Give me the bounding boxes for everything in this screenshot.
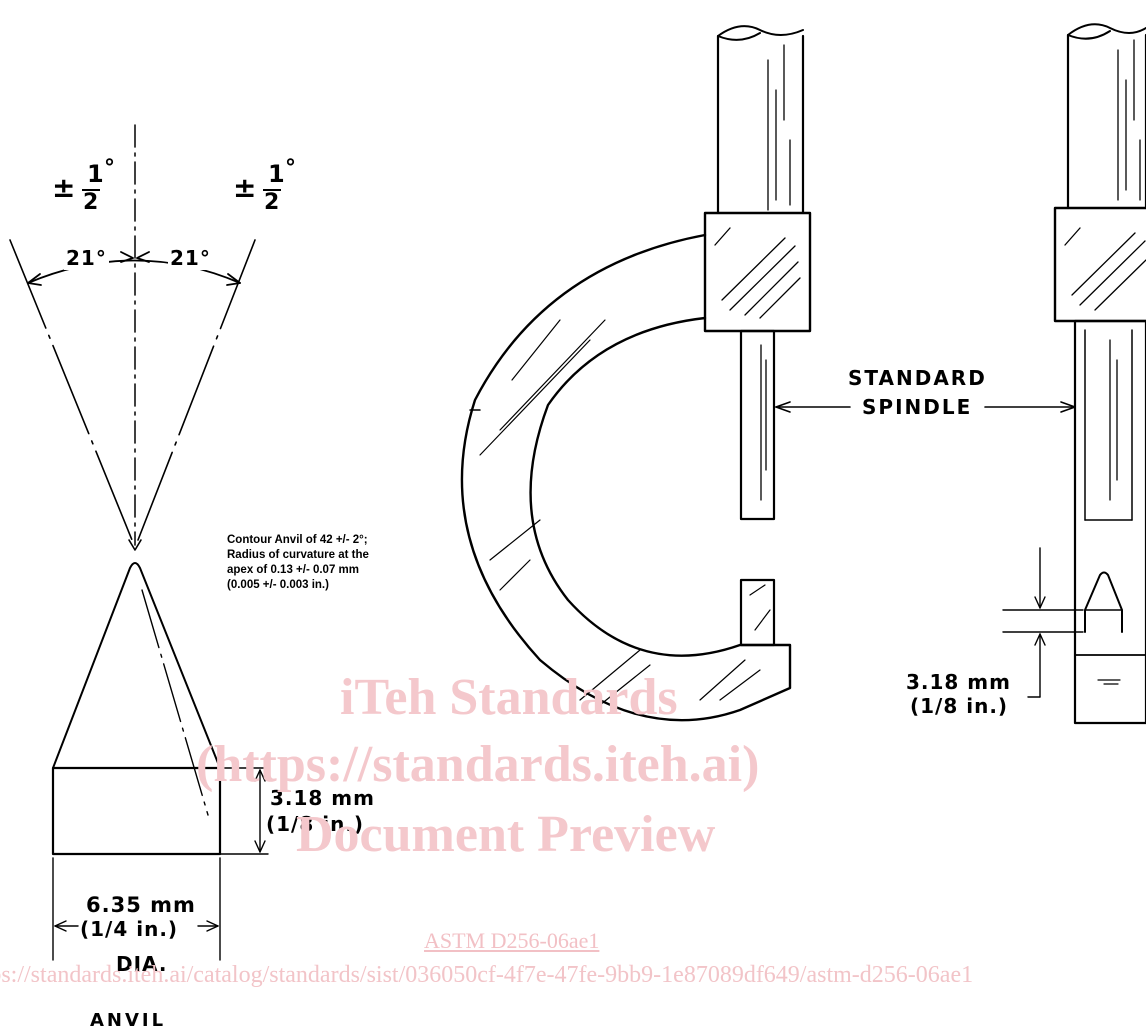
spindle-tip-in: (1/8 in.) (910, 694, 1009, 718)
anvil-apex-mark (128, 539, 142, 551)
micrometer-anvil (739, 578, 776, 647)
spindle-tip-mm: 3.18 mm (906, 670, 1011, 694)
watermark-standard-link[interactable]: ASTM D256-06ae1 (424, 928, 600, 953)
anvil-dia-arrow-left (54, 920, 67, 932)
anvil-angle-arc (27, 259, 241, 284)
tolerance-left-deg: ° (104, 156, 115, 181)
anvil-arc-arrow-center-l (120, 251, 134, 263)
tolerance-left-num: 1 (87, 160, 104, 188)
right-spindle-sleeve-hatch (1064, 227, 1146, 311)
micrometer-sleeve-hatch (714, 227, 801, 319)
anvil-height-mm: 3.18 mm (270, 786, 375, 810)
anvil-right-angle-line (137, 239, 256, 541)
anvil-arc-arrow-left (27, 273, 42, 286)
tip-dim-arrow-top (1034, 596, 1046, 609)
anvil-arc-arrow-right (226, 273, 241, 286)
tolerance-left-bar (82, 189, 100, 191)
micrometer-c-frame (460, 233, 792, 722)
anvil-cone (52, 562, 221, 769)
micrometer-rod-hatch (767, 44, 791, 211)
spindle-label-line1: STANDARD (848, 366, 987, 390)
anvil-left-angle-line (9, 239, 133, 541)
spindle-label-line2: SPINDLE (862, 395, 973, 419)
anvil-dia-arrow-right (206, 920, 219, 932)
tolerance-right-deg: ° (285, 156, 296, 181)
micrometer-spindle-hatch (760, 344, 767, 501)
right-spindle-tip (1084, 571, 1123, 633)
micrometer-anvil-hatch (749, 584, 771, 631)
angle-right-label: 21° (168, 246, 213, 270)
tolerance-right-sign: ± (233, 171, 257, 204)
anvil-height-arrow-bottom (254, 840, 266, 853)
tolerance-right-den: 2 (264, 190, 280, 215)
tolerance-left: ± 1 2 ° (52, 158, 122, 222)
micrometer-frame-hatch (479, 319, 761, 706)
anvil-dia-label: DIA. (116, 952, 168, 976)
anvil-arc-arrow-center-r (136, 251, 150, 263)
tolerance-right: ± 1 2 ° (233, 158, 303, 222)
right-spindle-ref-hatch (1097, 679, 1121, 685)
right-spindle-rod-hatch (1117, 39, 1141, 201)
micrometer-sleeve (703, 211, 812, 333)
anvil-base (51, 766, 222, 856)
right-spindle-rod-end (1067, 23, 1146, 40)
tolerance-left-sign: ± (52, 171, 76, 204)
watermark-title: iTeh Standards (340, 669, 678, 726)
right-spindle-body (1073, 319, 1146, 725)
micrometer-top-rod (716, 34, 805, 215)
watermark-site: (https://standards.iteh.ai) (196, 736, 760, 793)
tolerance-right-num: 1 (268, 160, 285, 188)
anvil-dia-in: (1/4 in.) (80, 917, 179, 941)
contour-anvil-note: Contour Anvil of 42 +/- 2°; Radius of cu… (227, 534, 369, 591)
micrometer-rod-end (717, 25, 804, 41)
right-spindle-top-rod (1066, 33, 1146, 210)
anvil-height-arrow-top (254, 769, 266, 782)
anvil-dia-mm: 6.35 mm (86, 893, 196, 917)
spindle-leader-right-arrow (1060, 401, 1076, 413)
anvil-height-in: (1/8 in.) (266, 812, 365, 836)
anvil-cone-inner-line (141, 589, 209, 816)
micrometer-spindle (739, 329, 776, 521)
right-spindle-hatch (1109, 339, 1118, 501)
anvil-title: ANVIL (90, 1010, 167, 1031)
watermark-catalog-url[interactable]: https://standards.iteh.ai/catalog/standa… (0, 962, 974, 988)
angle-left-label: 21° (64, 246, 109, 270)
spindle-leader-left-arrow (775, 401, 791, 413)
tip-dim-arrow-bottom (1034, 633, 1046, 646)
watermark-preview: Document Preview (296, 806, 716, 863)
tolerance-right-bar (263, 189, 281, 191)
tolerance-left-den: 2 (83, 190, 99, 215)
